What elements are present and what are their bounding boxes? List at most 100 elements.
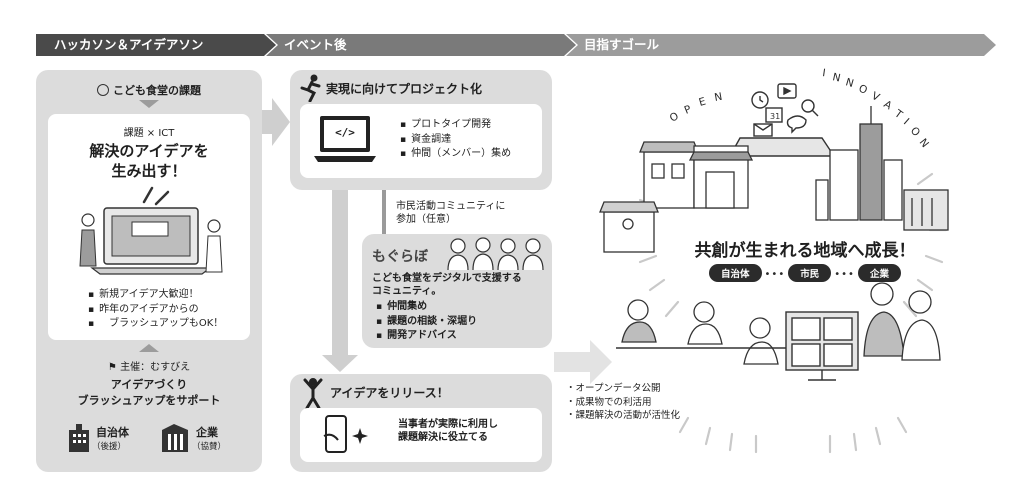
release-panel: アイデアをリリース！ 当事者が実際に利用し 課題解決に役立てる <box>290 374 552 472</box>
outcome-item: ・課題解決の活動が活性化 <box>566 410 681 421</box>
mogurabo-title: もぐらぼ <box>372 249 428 265</box>
mogurabo-desc-line1: こども食堂をデジタルで支援する <box>372 273 522 284</box>
laptop-code-icon <box>314 116 376 162</box>
arc-letter-p: P <box>683 103 693 117</box>
project-item: 資金調達 <box>400 133 511 148</box>
arc-letter-n2: N <box>831 71 841 84</box>
mogurabo-desc-line2: コミュニティ。 <box>372 286 442 297</box>
project-title: 実現に向けてプロジェクト化 <box>326 82 483 96</box>
celebrating-person-icon <box>303 378 323 410</box>
running-person-icon <box>300 74 321 102</box>
goal-illustration: O P E N I N N O V A T I O N 31 <box>599 67 949 454</box>
community-note-line1: 市民活動コミュニティに <box>396 201 506 212</box>
mogurabo-item: 仲間集め <box>376 300 477 315</box>
outcome-item: ・成果物での利活用 <box>566 396 652 408</box>
sponsor-company: 企業 （協賛） <box>160 422 250 456</box>
topic-title: こども食堂の課題 <box>113 84 201 97</box>
release-title: アイデアをリリース！ <box>330 386 449 400</box>
project-panel: 実現に向けてプロジェクト化 </> プロトタイプ開発 資金調達 仲間（メンバー）… <box>290 70 552 190</box>
mogurabo-panel: もぐらぼ こども食堂をデジタルで支援する コミュニティ。 仲間集め 課題の相談・… <box>362 234 552 348</box>
down-triangle-icon <box>139 100 159 108</box>
topic-header: こども食堂の課題 <box>36 82 262 98</box>
goal-headline: 共創が生まれる地域へ成長！ <box>694 241 916 261</box>
arc-letter-a: A <box>881 98 894 112</box>
stage-label: 目指すゴール <box>584 37 660 52</box>
sponsor-role: （後援） <box>92 442 127 452</box>
flag-icon: ⚑ <box>107 362 117 373</box>
ellipsis-dots: ••• <box>834 269 855 280</box>
arc-letter-i: I <box>822 67 827 79</box>
sponsor-name: 自治体 <box>96 426 129 439</box>
arc-letter-v: V <box>870 90 882 104</box>
stage-label: イベント後 <box>284 37 347 52</box>
card-subtitle: 課題 × ICT <box>123 128 175 139</box>
building-icon <box>69 424 89 452</box>
organizer-line: ⚑ 主催：むすびえ <box>36 358 262 373</box>
stakeholder-badge-companies: 企業 <box>857 264 901 282</box>
organizer-text: 主催：むすびえ <box>120 362 191 373</box>
release-card: 当事者が実際に利用し 課題解決に役立てる <box>300 408 542 462</box>
arrow-down-head <box>322 355 358 372</box>
chevron-shape <box>266 34 576 56</box>
up-triangle-icon <box>139 344 159 352</box>
ellipsis-dots: ••• <box>764 269 786 280</box>
company-building-icon <box>162 424 188 452</box>
arc-letter-i2: I <box>901 116 911 127</box>
arc-letter-o2: O <box>857 83 869 97</box>
community-members-illustration <box>447 237 544 270</box>
header-stage-hackathon: ハッカソン＆アイデアソン <box>36 34 276 56</box>
arc-letter-e: E <box>698 96 708 109</box>
mogurabo-description: こども食堂をデジタルで支援する コミュニティ。 <box>372 272 522 298</box>
bullet-item-continued: ▪ ブラッシュアップもOK！ <box>88 317 248 332</box>
chevron-shape <box>36 34 276 56</box>
shops-illustration <box>599 141 754 253</box>
arrow-down-shaft <box>332 190 348 358</box>
sponsor-municipality: 自治体 （後援） <box>66 422 146 456</box>
stakeholder-row: 自治体•••市民•••企業 <box>640 262 970 282</box>
smartphone-sparkle-icon <box>323 415 368 453</box>
hackathon-panel: こども食堂の課題 課題 × ICT 解決のアイデアを 生み出す！ 新規アイデア大… <box>36 70 262 472</box>
laptop-repair-illustration <box>79 186 223 275</box>
community-note: 市民活動コミュニティに 参加（任意） <box>396 200 505 226</box>
arc-letter-o: O <box>668 110 681 124</box>
card-headline-2: 生み出す！ <box>111 162 187 180</box>
mogurabo-items-list: 仲間集め 課題の相談・深堀り 開発アドバイス <box>376 300 477 344</box>
support-line-1: アイデアづくり <box>110 378 188 391</box>
release-description: 当事者が実際に利用し 課題解決に役立てる <box>398 418 498 444</box>
face-icon <box>97 84 109 96</box>
digital-icons-cluster: 31 <box>728 83 836 157</box>
stakeholder-badge-municipality: 自治体 <box>709 264 762 282</box>
arrow-to-goal <box>554 340 612 384</box>
bullet-item: 新規アイデア大歓迎！ <box>88 288 248 303</box>
support-line-2: ブラッシュアップをサポート <box>77 394 221 407</box>
header-stage-after-event: イベント後 <box>266 34 576 56</box>
card-headline-1: 解決のアイデアを <box>89 142 209 160</box>
code-glyph: </> <box>335 126 355 139</box>
release-desc-line1: 当事者が実際に利用し <box>398 419 498 430</box>
svg-text:31: 31 <box>770 112 780 121</box>
sponsor-role: （協賛） <box>192 442 227 452</box>
idea-card: 課題 × ICT 解決のアイデアを 生み出す！ 新規アイデア大歓迎！ 昨年のアイ… <box>48 114 250 340</box>
project-item: 仲間（メンバー）集め <box>400 147 511 162</box>
community-note-line2: 参加（任意） <box>396 214 456 225</box>
project-items-list: プロトタイプ開発 資金調達 仲間（メンバー）集め <box>400 118 511 162</box>
stakeholder-badge-citizens: 市民 <box>788 264 832 282</box>
stage-label: ハッカソン＆アイデアソン <box>54 37 204 52</box>
sponsor-name: 企業 <box>196 426 218 439</box>
outcomes-list: ・オープンデータ公開 ・成果物での利活用 ・課題解決の活動が活性化 <box>566 382 680 423</box>
arc-letter-n3: N <box>844 76 855 90</box>
mogurabo-item: 課題の相談・深堀り <box>376 315 477 330</box>
video-call-monitor <box>785 311 859 381</box>
arrow-left-to-project <box>258 98 290 146</box>
mogurabo-item: 開発アドバイス <box>376 329 477 344</box>
men-illustration <box>863 282 941 361</box>
arc-letter-n: N <box>713 91 723 104</box>
arc-letter-n4: N <box>917 136 931 150</box>
arc-letter-o3: O <box>908 125 922 139</box>
skyline-illustration <box>815 106 949 231</box>
project-item: プロトタイプ開発 <box>400 118 511 133</box>
release-desc-line2: 課題解決に役立てる <box>398 432 488 443</box>
bullet-item: 昨年のアイデアからの <box>88 303 248 318</box>
arc-letter-t: T <box>891 107 905 121</box>
